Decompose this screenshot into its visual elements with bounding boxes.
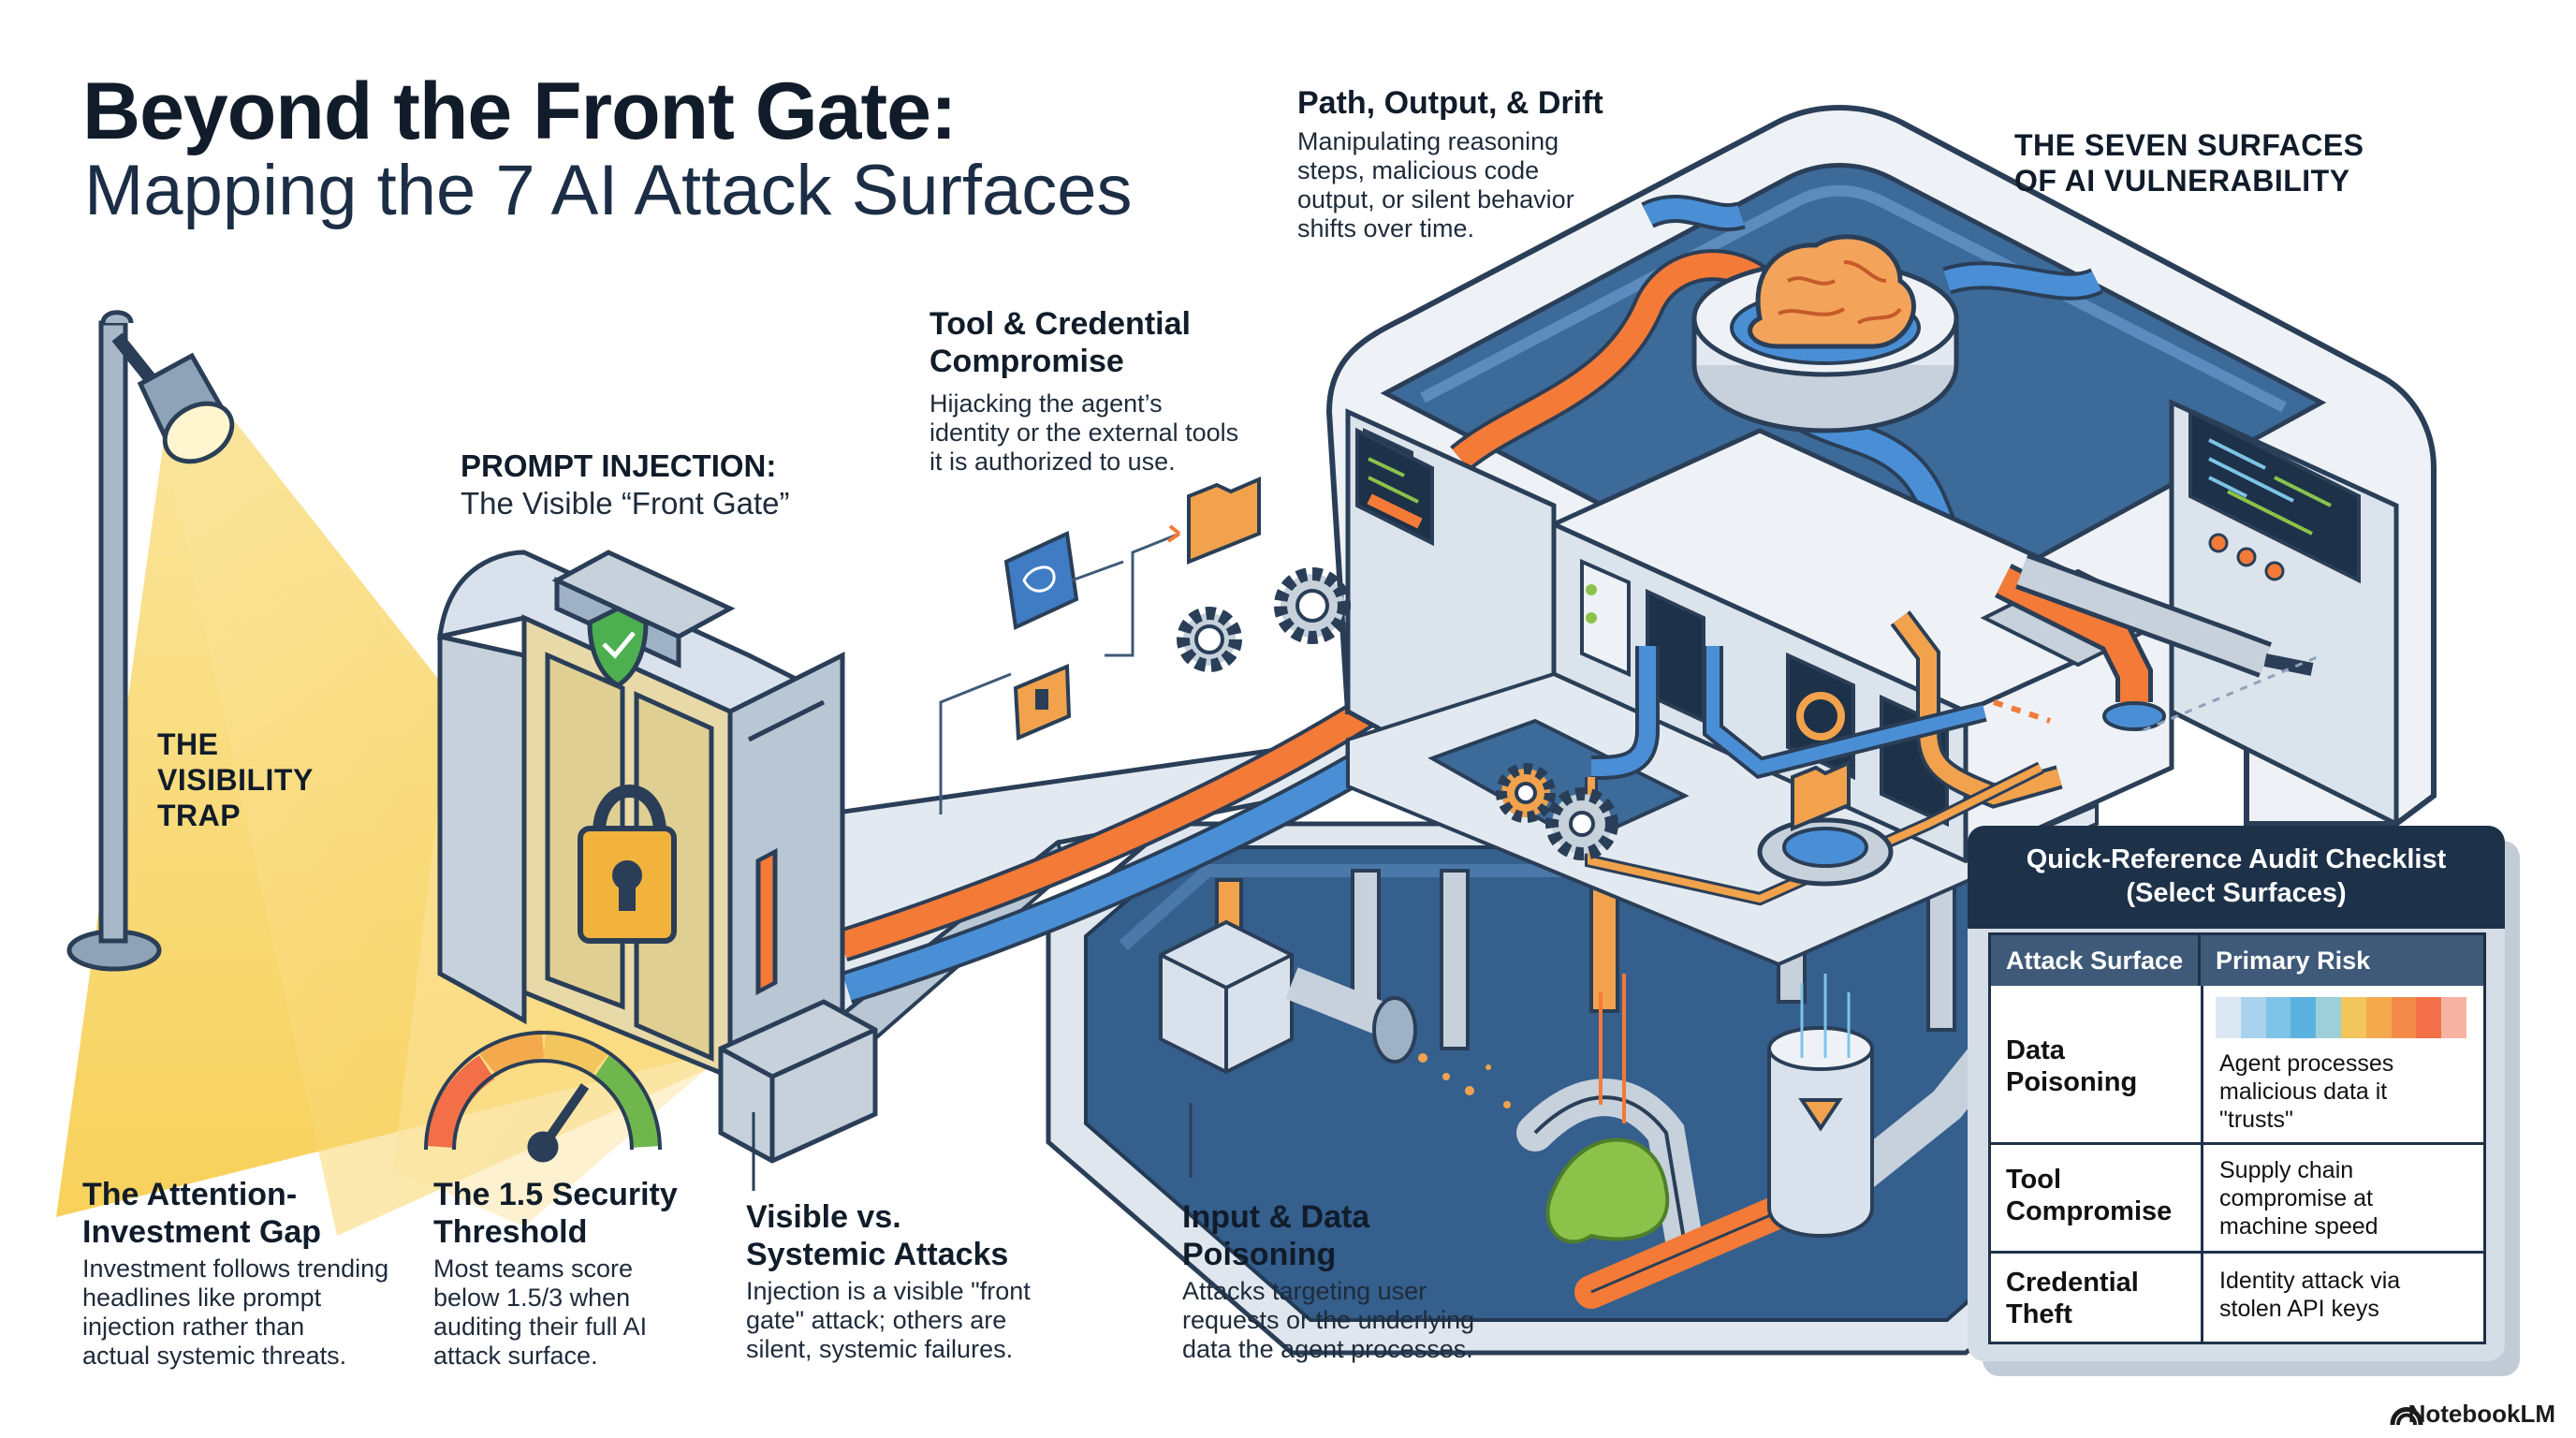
label-visibility-trap: THE VISIBILITY TRAP (157, 727, 314, 832)
checklist-title: Quick-Reference Audit Checklist (Select … (1968, 826, 2505, 929)
column-header-attack-surface: Attack Surface (1991, 935, 2201, 986)
left-code-screen (1355, 427, 1434, 547)
page-title: Beyond the Front Gate: (82, 66, 958, 156)
risk-color-scale (2216, 997, 2466, 1038)
row-risk: Identity attack via stolen API keys (2219, 1268, 2401, 1322)
label-visible-systemic: Visible vs. Systemic Attacks Injection i… (746, 1199, 1031, 1363)
page-subtitle: Mapping the 7 AI Attack Surfaces (84, 151, 1133, 230)
risk-swatch (2291, 997, 2317, 1038)
main-building (1325, 105, 2437, 865)
column-divider (2201, 986, 2203, 1342)
lamp-icon (66, 310, 235, 972)
column-header-primary-risk: Primary Risk (2201, 935, 2483, 986)
label-security-threshold: The 1.5 Security Threshold Most teams sc… (433, 1177, 678, 1370)
label-heading: Path, Output, & Drift (1297, 85, 1603, 121)
row-risk: Agent processes malicious data it "trust… (2219, 1050, 2394, 1133)
label-attention-gap: The Attention- Investment Gap Investment… (82, 1177, 389, 1370)
shield-icon (587, 606, 649, 688)
row-risk: Supply chain compromise at machine speed (2219, 1157, 2378, 1240)
audit-checklist-card: Quick-Reference Audit Checklist (Select … (1968, 826, 2505, 1361)
risk-swatch (2391, 997, 2417, 1038)
row-surface: Data Poisoning (2006, 1035, 2138, 1097)
table-row: Tool Compromise Supply chain compromise … (1991, 1145, 2483, 1254)
table-row: Data Poisoning Agent processes malicious… (1991, 986, 2483, 1145)
lower-water-level (1046, 821, 2100, 1356)
folder-icon (1187, 476, 1851, 831)
mid-platform (1346, 553, 2322, 967)
risk-swatch (2340, 997, 2366, 1038)
code-screen (2188, 408, 2361, 584)
label-text: Manipulating reasoning steps, malicious … (1297, 127, 1574, 242)
gauge-icon (424, 1030, 662, 1163)
brain-icon (1691, 234, 1959, 433)
label-heading: Tool & Credential Compromise (929, 306, 1191, 379)
risk-swatch (2265, 997, 2291, 1038)
gear-icon (1177, 567, 1618, 860)
chip-icon (1003, 531, 1079, 630)
label-tool-credential: Tool & Credential Compromise Hijacking t… (929, 305, 1360, 477)
table-row: Credential Theft Identity attack via sto… (1991, 1254, 2483, 1342)
risk-swatch (2365, 997, 2392, 1038)
label-seven-surfaces: THE SEVEN SURFACES OF AI VULNERABILITY (2014, 128, 2364, 198)
padlock-icon (578, 785, 677, 944)
padlock-small-icon (1013, 664, 1072, 741)
risk-swatch (2441, 997, 2466, 1038)
notebooklm-icon (2390, 1407, 2423, 1426)
checklist-table: Attack Surface Primary Risk Data Poisoni… (1988, 932, 2486, 1344)
risk-swatch (2216, 997, 2241, 1038)
risk-swatch (2240, 997, 2266, 1038)
label-input-data-poisoning: Input & Data Poisoning Attacks targeting… (1182, 1199, 1475, 1363)
row-surface: Tool Compromise (2006, 1165, 2173, 1226)
label-prompt-injection: PROMPT INJECTION: The Visible “Front Gat… (461, 448, 790, 521)
notebooklm-watermark: NotebookLM (2408, 1400, 2555, 1428)
risk-swatch (2316, 997, 2341, 1038)
door-icon (437, 550, 878, 1164)
risk-swatch (2416, 997, 2442, 1038)
label-text: Hijacking the agent’s identity or the ex… (929, 389, 1239, 476)
row-surface: Credential Theft (2006, 1268, 2139, 1329)
label-path-output-drift: Path, Output, & Drift Manipulating reaso… (1297, 84, 1784, 243)
